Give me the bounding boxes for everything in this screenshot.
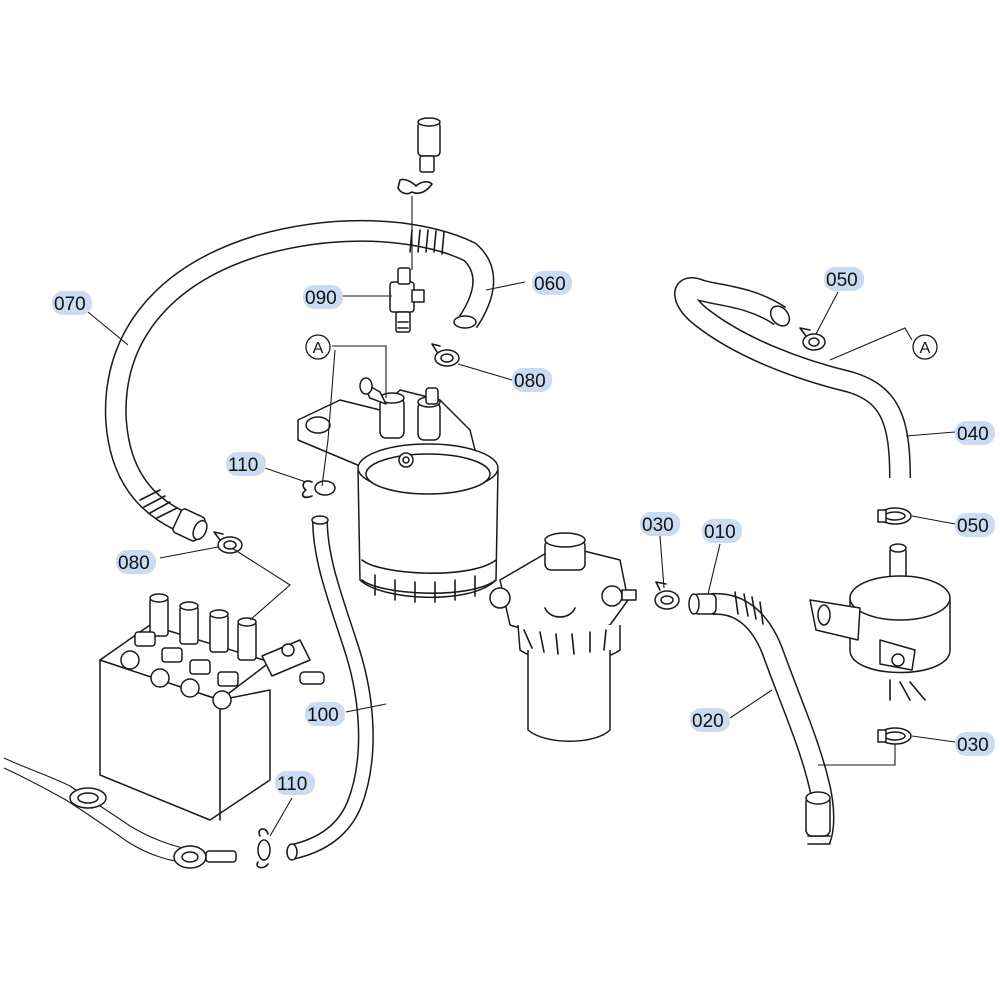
callout-060-text: 060 xyxy=(534,274,566,295)
callout-070-text: 070 xyxy=(54,294,86,315)
clamp-110-lower xyxy=(256,828,271,869)
callout-010-text: 010 xyxy=(704,522,736,543)
callout-080-upper-text: 080 xyxy=(514,371,546,392)
callout-110-upper-text: 110 xyxy=(228,455,258,476)
ref-label-left: A xyxy=(313,340,324,357)
injection-pump xyxy=(99,593,325,821)
callout-100[interactable]: 100 xyxy=(305,702,345,726)
callout-070[interactable]: 070 xyxy=(52,291,92,315)
fitting-010 xyxy=(688,593,717,615)
callout-090[interactable]: 090 xyxy=(303,285,343,309)
callout-080-lower-text: 080 xyxy=(118,553,150,574)
callout-100-text: 100 xyxy=(307,705,339,726)
clamp-050-upper xyxy=(799,327,826,351)
callout-110-lower-text: 110 xyxy=(277,774,307,795)
sedimenter-filter xyxy=(489,532,637,742)
hose-040 xyxy=(674,277,911,479)
callout-080-upper[interactable]: 080 xyxy=(512,368,552,392)
callout-110-lower[interactable]: 110 xyxy=(275,771,315,795)
ref-circle-left: A xyxy=(305,334,331,360)
callout-060[interactable]: 060 xyxy=(532,271,572,295)
callout-050-upper-text: 050 xyxy=(826,270,858,291)
clamp-030-lower xyxy=(877,727,912,745)
clamp-050-lower xyxy=(877,507,912,525)
callout-050-upper[interactable]: 050 xyxy=(824,267,864,291)
callout-040-text: 040 xyxy=(957,424,989,445)
callout-030-middle-text: 030 xyxy=(642,515,674,536)
clamp-080-lower xyxy=(213,531,243,554)
hose-070 xyxy=(104,219,495,542)
valve-090 xyxy=(389,267,425,333)
top-pipe-fitting xyxy=(397,117,441,270)
banjo-fitting xyxy=(173,845,237,869)
callout-010[interactable]: 010 xyxy=(702,519,742,543)
callout-030-lower-text: 030 xyxy=(957,735,989,756)
callout-050-lower-text: 050 xyxy=(957,516,989,537)
callout-020-text: 020 xyxy=(692,711,724,732)
hose-100 xyxy=(286,515,374,861)
ref-circle-right: A xyxy=(912,334,938,360)
callout-020[interactable]: 020 xyxy=(690,708,730,732)
engine-outline xyxy=(3,757,201,865)
callout-050-lower[interactable]: 050 xyxy=(955,513,995,537)
clamp-080-upper xyxy=(431,343,460,367)
callout-030-lower[interactable]: 030 xyxy=(955,732,995,756)
callout-090-text: 090 xyxy=(305,288,337,309)
clamp-030-middle xyxy=(654,581,680,610)
ref-label-right: A xyxy=(920,340,931,357)
callout-030-middle[interactable]: 030 xyxy=(640,512,680,536)
fitting-020-end xyxy=(805,791,831,837)
leader-lines xyxy=(87,281,956,837)
callout-080-lower[interactable]: 080 xyxy=(116,550,156,574)
clamp-110-upper xyxy=(301,480,336,499)
callout-110-upper[interactable]: 110 xyxy=(226,452,266,476)
main-fuel-filter xyxy=(297,377,499,603)
fuel-pump xyxy=(809,543,951,701)
callout-040[interactable]: 040 xyxy=(955,421,995,445)
